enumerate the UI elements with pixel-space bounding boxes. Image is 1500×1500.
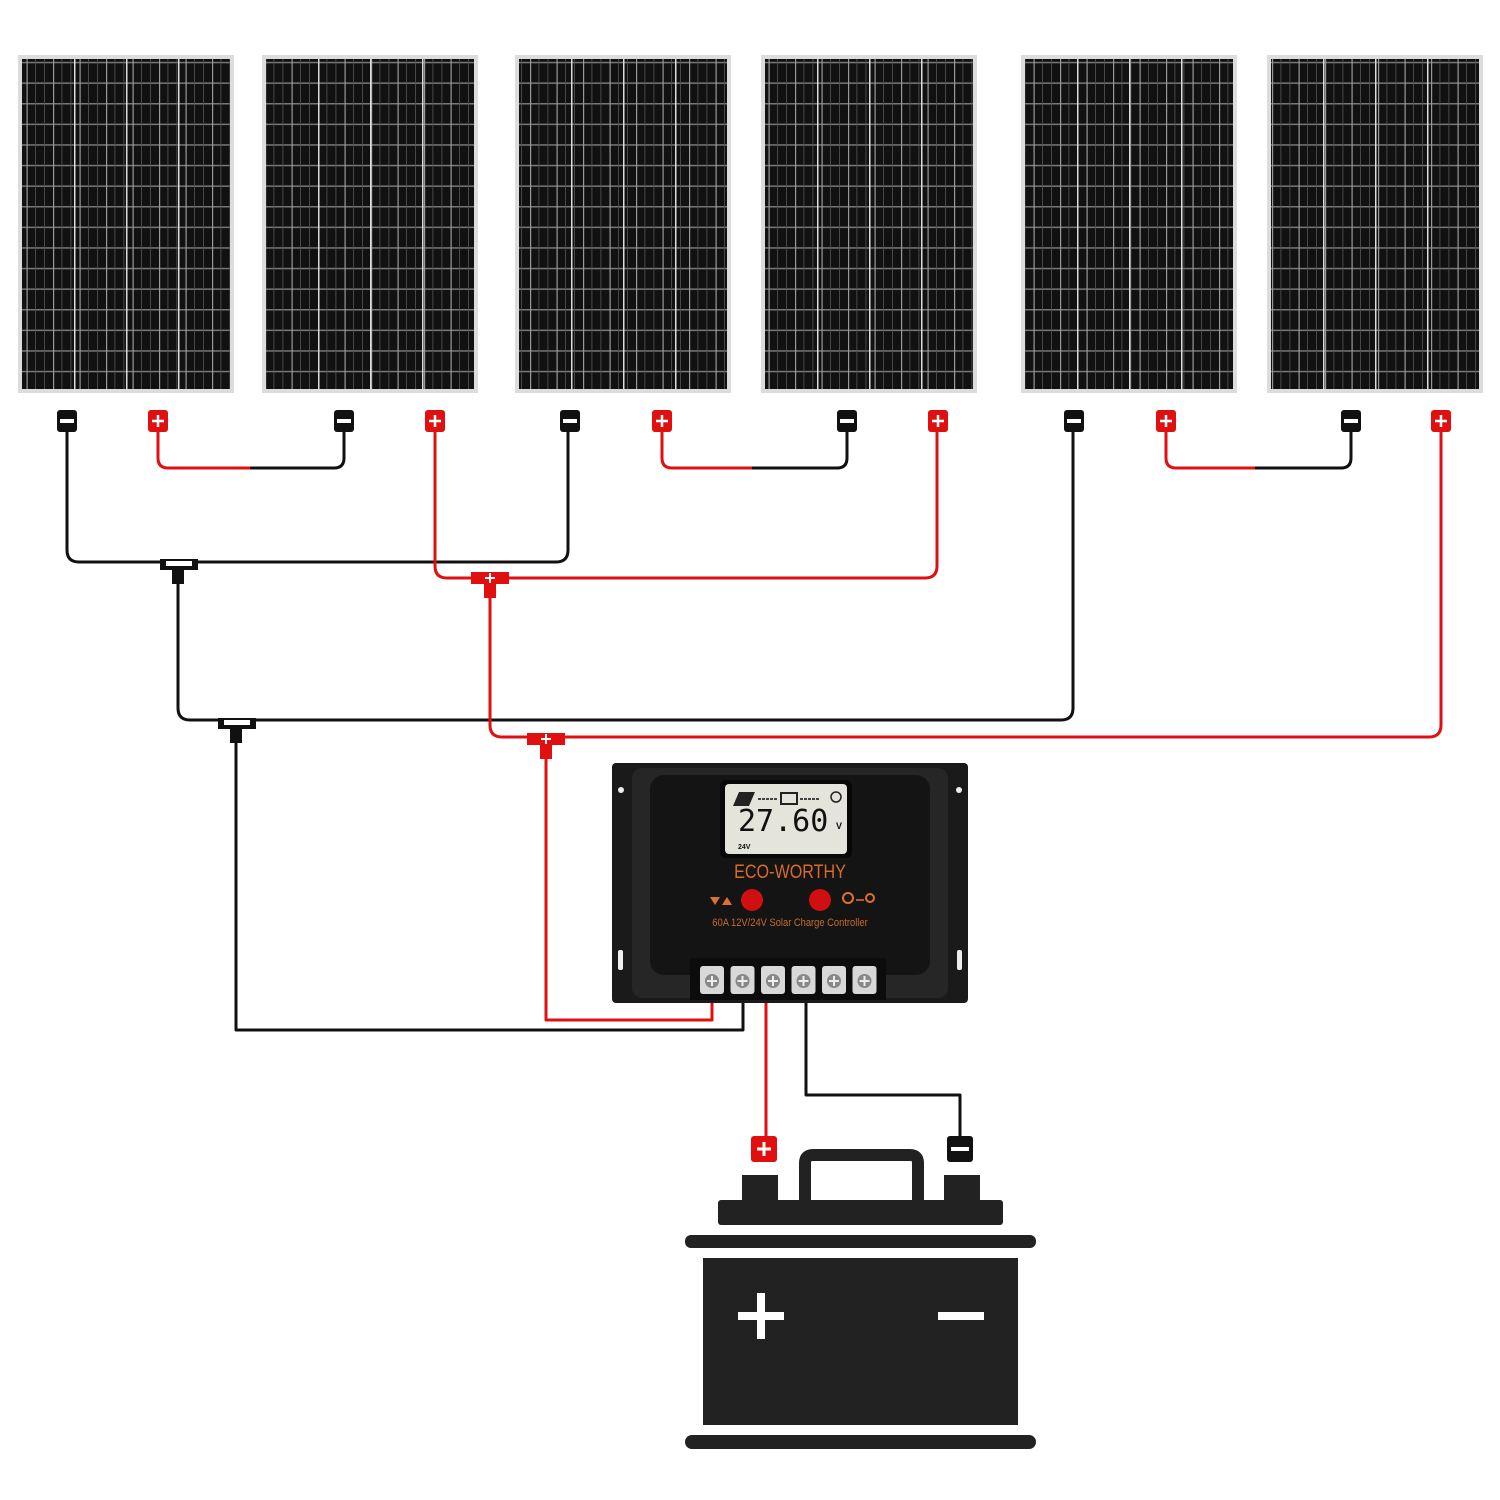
mc4-negative-connector — [57, 410, 77, 432]
screw-terminal — [700, 966, 724, 994]
battery-lcd-icon — [780, 792, 798, 805]
jumper-wire-negative — [1255, 430, 1353, 470]
jumper-wire-positive — [660, 430, 752, 470]
screw-terminal — [822, 966, 846, 994]
negative-branch-wire-2 — [176, 430, 1075, 722]
controller-model: 60A 12V/24V Solar Charge Controller — [712, 917, 868, 929]
screw-terminal — [730, 966, 755, 994]
solar-panel-3 — [515, 55, 731, 393]
screw-terminal — [852, 966, 877, 994]
lcd-screen — [725, 784, 847, 854]
load-button[interactable] — [809, 889, 831, 911]
solar-panel-6 — [1267, 55, 1483, 393]
mc4-negative-connector — [560, 410, 580, 432]
screw-terminal — [791, 966, 816, 994]
positive-branch-wire-1 — [433, 430, 939, 580]
jumper-wire-negative — [250, 430, 346, 470]
mc4-negative-connector — [1341, 410, 1361, 432]
solar-panel-1 — [18, 55, 234, 393]
battery-negative-connector — [947, 1136, 973, 1162]
branch-connector-positive-1 — [471, 572, 509, 598]
lcd-unit: V — [836, 821, 843, 831]
battery — [685, 1149, 1036, 1449]
jumper-wire-negative — [752, 430, 849, 470]
battery-plus-symbol — [738, 1293, 784, 1339]
mc4-negative-connector — [334, 410, 354, 432]
negative-pv-wire — [234, 735, 745, 1032]
battery-positive-connector — [751, 1136, 777, 1162]
solar-panel-2 — [262, 55, 478, 393]
mc4-positive-connector — [928, 410, 948, 432]
controller-brand: ECO-WORTHY — [734, 862, 846, 883]
solar-panel-4 — [761, 55, 977, 393]
lcd-voltage-readout: 27.60 — [738, 804, 829, 839]
mode-button[interactable] — [741, 889, 763, 911]
load-toggle-icon — [842, 892, 875, 904]
bulb-lcd-icon — [830, 791, 842, 803]
solar-panel-5 — [1021, 55, 1237, 393]
positive-branch-wire-2 — [488, 430, 1443, 739]
mc4-positive-connector — [148, 410, 168, 432]
mc4-negative-connector — [837, 410, 857, 432]
charge-controller — [612, 763, 968, 1003]
negative-branch-wire-1 — [65, 430, 570, 564]
battery-negative-wire — [804, 1000, 962, 1140]
lcd-system-voltage: 24V — [738, 844, 751, 851]
mc4-positive-connector — [425, 410, 445, 432]
jumper-wire-positive — [1164, 430, 1255, 470]
branch-connector-negative-2 — [218, 718, 256, 743]
mc4-negative-connector — [1064, 410, 1084, 432]
branch-connector-negative-1 — [160, 559, 198, 584]
up-down-arrow-icon — [710, 897, 732, 905]
branch-connector-positive-2 — [527, 733, 565, 759]
mc4-positive-connector — [1431, 410, 1451, 432]
solar-panel-lcd-icon — [733, 792, 755, 806]
screw-terminal — [761, 966, 785, 994]
positive-pv-wire — [544, 750, 714, 1022]
mc4-positive-connector — [652, 410, 672, 432]
jumper-wire-positive — [156, 430, 250, 470]
mc4-positive-connector — [1156, 410, 1176, 432]
